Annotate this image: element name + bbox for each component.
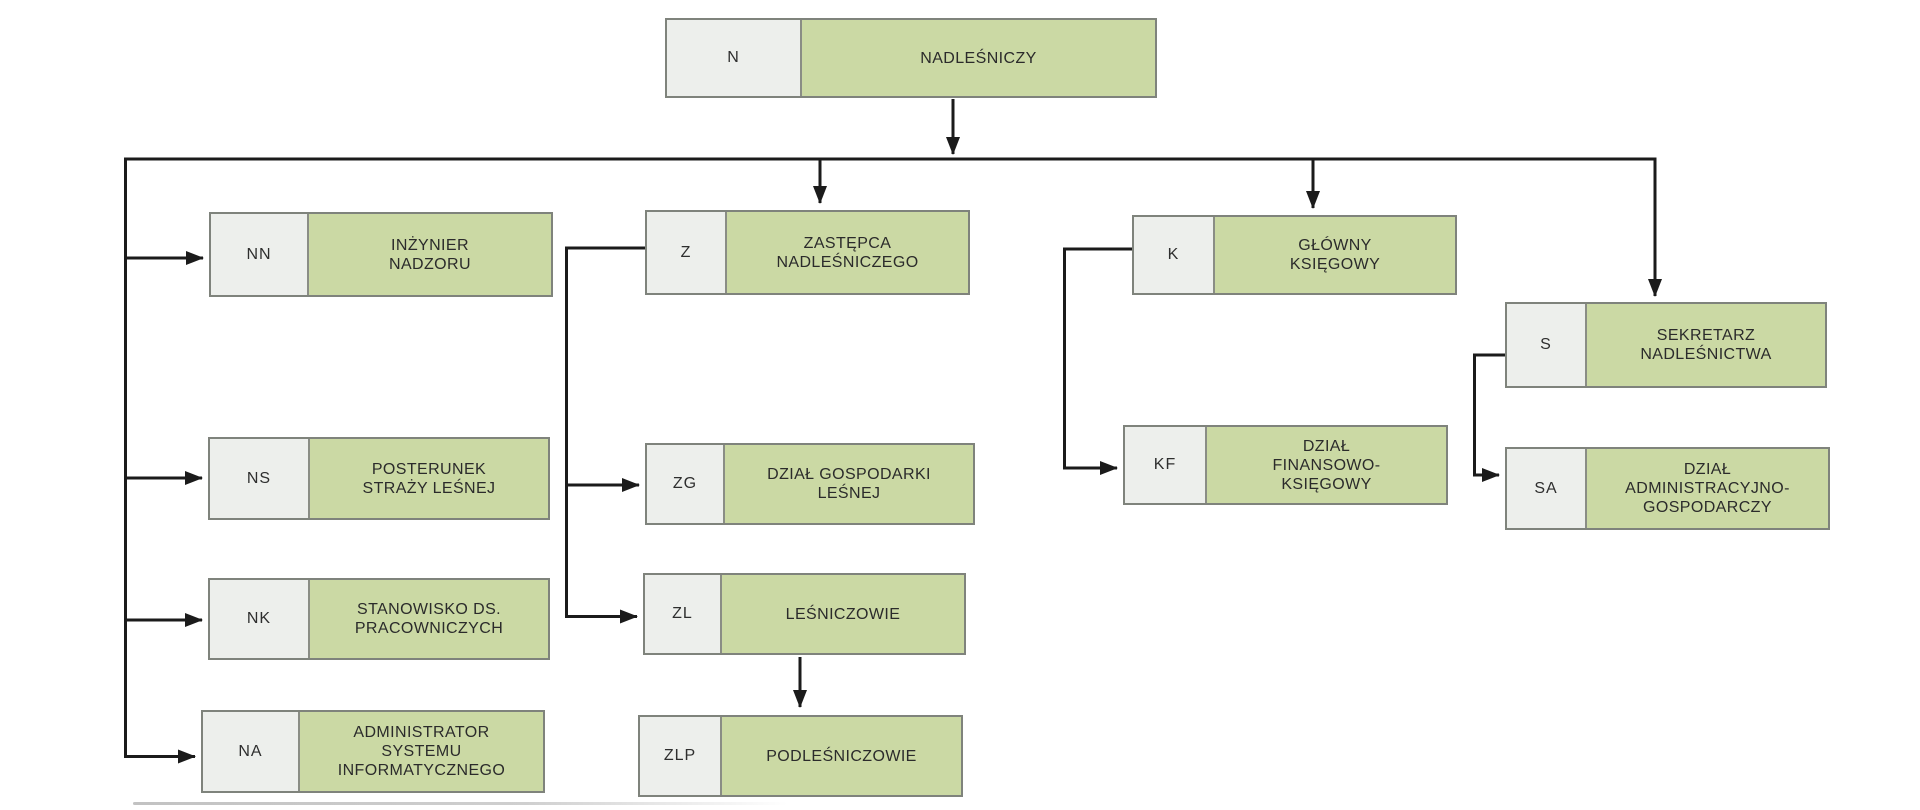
node-label: ZASTĘPCA NADLEŚNICZEGO bbox=[776, 234, 919, 271]
node-dzial-finansowo-ksiegowy: KF DZIAŁ FINANSOWO- KSIĘGOWY bbox=[1123, 425, 1448, 505]
node-administrator-systemu: NA ADMINISTRATOR SYSTEMU INFORMATYCZNEGO bbox=[201, 710, 545, 793]
node-sekretarz-nadlesnictwa: S SEKRETARZ NADLEŚNICTWA bbox=[1505, 302, 1827, 388]
node-code: S bbox=[1507, 304, 1587, 386]
node-label: STANOWISKO DS. PRACOWNICZYCH bbox=[354, 601, 504, 637]
node-stanowisko-ds-pracowniczych: NK STANOWISKO DS. PRACOWNICZYCH bbox=[208, 578, 550, 660]
node-code: NA bbox=[203, 712, 300, 791]
node-code: ZLP bbox=[640, 717, 722, 795]
node-nadlesniczy: N NADLEŚNICZY bbox=[665, 18, 1157, 98]
node-label: GŁÓWNY KSIĘGOWY bbox=[1289, 237, 1381, 273]
edge-distributor-and-s-arrow bbox=[125, 157, 1662, 297]
node-label: SEKRETARZ NADLEŚNICTWA bbox=[1640, 327, 1772, 363]
node-dzial-gospodarki-lesnej: ZG DZIAŁ GOSPODARKI LEŚNEJ bbox=[645, 443, 975, 525]
node-code: SA bbox=[1507, 449, 1587, 528]
node-code: KF bbox=[1125, 427, 1207, 503]
node-code: Z bbox=[647, 212, 727, 293]
node-label: LEŚNICZOWIE bbox=[785, 605, 901, 623]
node-glowny-ksiegowy: K GŁÓWNY KSIĘGOWY bbox=[1132, 215, 1457, 295]
edge-left-spine-na-arrow bbox=[124, 157, 196, 764]
node-label: PODLEŚNICZOWIE bbox=[766, 747, 917, 765]
node-code: ZG bbox=[647, 445, 725, 523]
edge-s-spine-sa-arrow bbox=[1473, 353, 1505, 482]
node-label: ADMINISTRATOR SYSTEMU INFORMATYCZNEGO bbox=[337, 724, 506, 779]
node-code: K bbox=[1134, 217, 1215, 293]
node-dzial-administracyjno-gospodarczy: SA DZIAŁ ADMINISTRACYJNO- GOSPODARCZY bbox=[1505, 447, 1830, 530]
node-label: INŻYNIER NADZORU bbox=[389, 236, 471, 273]
node-label: POSTERUNEK STRAŻY LEŚNEJ bbox=[362, 460, 496, 497]
node-label: DZIAŁ ADMINISTRACYJNO- GOSPODARCZY bbox=[1625, 461, 1790, 516]
node-code: NK bbox=[210, 580, 310, 658]
node-code: NS bbox=[210, 439, 310, 518]
node-lesniczowie: ZL LEŚNICZOWIE bbox=[643, 573, 966, 655]
node-label: DZIAŁ GOSPODARKI LEŚNEJ bbox=[767, 466, 931, 502]
node-code: ZL bbox=[645, 575, 722, 653]
node-zastepca-nadlesniczego: Z ZASTĘPCA NADLEŚNICZEGO bbox=[645, 210, 970, 295]
node-inzynier-nadzoru: NN INŻYNIER NADZORU bbox=[209, 212, 553, 297]
edge-k-spine-kf-arrow bbox=[1063, 247, 1132, 475]
node-label: NADLEŚNICZY bbox=[920, 49, 1037, 67]
scan-artifact-line bbox=[133, 802, 788, 805]
edge-z-spine-zl-arrow bbox=[565, 246, 645, 624]
node-podlesniczowie: ZLP PODLEŚNICZOWIE bbox=[638, 715, 963, 797]
node-label: DZIAŁ FINANSOWO- KSIĘGOWY bbox=[1272, 437, 1381, 493]
node-posterunek-strazy-lesnej: NS POSTERUNEK STRAŻY LEŚNEJ bbox=[208, 437, 550, 520]
node-code: NN bbox=[211, 214, 309, 295]
node-code: N bbox=[667, 20, 802, 96]
